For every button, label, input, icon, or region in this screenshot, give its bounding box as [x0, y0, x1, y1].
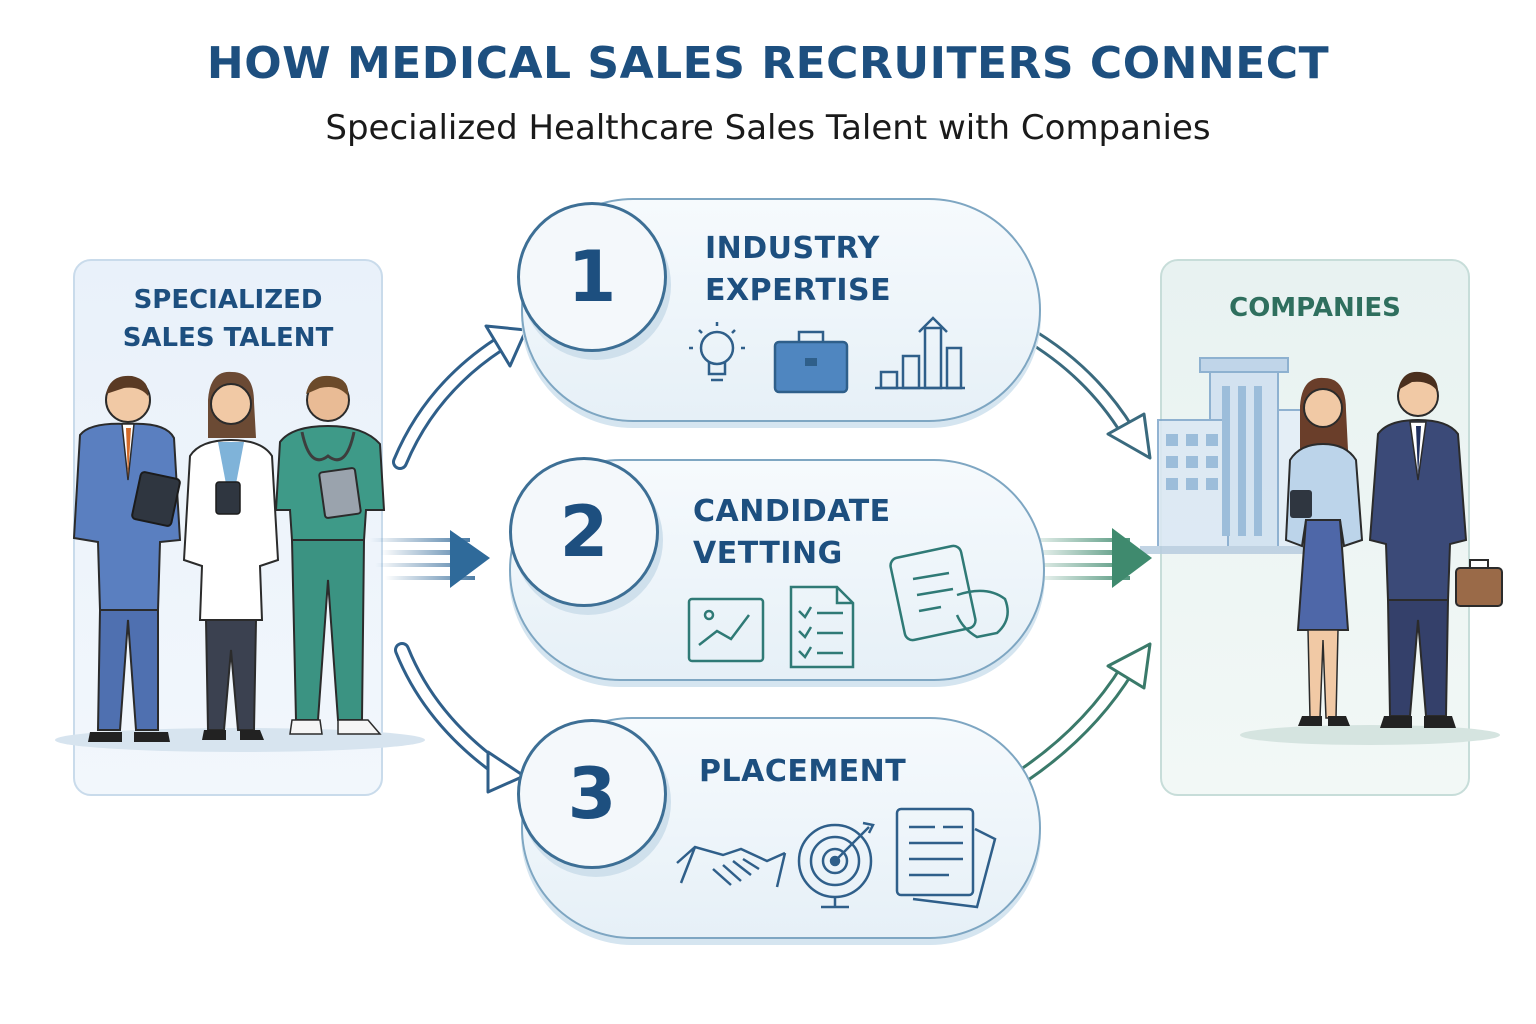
- step3-label-line1: PLACEMENT: [699, 754, 907, 789]
- step3-icons: [676, 807, 997, 909]
- talent-title-line2: SALES TALENT: [122, 323, 334, 353]
- page-title: HOW MEDICAL SALES RECRUITERS CONNECT: [206, 38, 1330, 89]
- step2-number-badge: 2: [509, 457, 659, 607]
- step2-label-line1: CANDIDATE: [693, 494, 891, 529]
- nurse-figure: [274, 375, 386, 735]
- arrow-step2-to-companies: [1020, 528, 1152, 588]
- step2-label: CANDIDATE VETTING: [693, 491, 891, 575]
- step1-label-line1: INDUSTRY: [705, 231, 880, 266]
- arrow-to-step1: [392, 324, 528, 470]
- companies-illustration: [1140, 357, 1503, 745]
- doctor-figure: [182, 371, 280, 740]
- step-candidate-vetting: 2 CANDIDATE VETTING: [509, 457, 1045, 681]
- sales-talent-people-illustration: [55, 371, 425, 752]
- arrow-step3-to-companies: [1016, 642, 1152, 783]
- step2-label-line2: VETTING: [693, 536, 843, 571]
- step3-label: PLACEMENT: [699, 751, 906, 793]
- target-icon: [797, 821, 875, 909]
- step1-label-line2: EXPERTISE: [705, 273, 892, 308]
- talent-title-line1: SPECIALIZED: [133, 285, 323, 315]
- tablet-review-icon: [889, 544, 1009, 642]
- step2-icons: [687, 544, 1009, 669]
- sales-rep-figure: [72, 375, 182, 742]
- step1-label: INDUSTRY EXPERTISE: [705, 228, 891, 312]
- checklist-icon: [789, 585, 855, 669]
- arrow-step1-to-companies: [1016, 324, 1152, 460]
- documents-icon: [895, 807, 997, 909]
- briefcase-icon: [773, 330, 849, 394]
- step-industry-expertise: 1 INDUSTRY EXPERTISE: [517, 198, 1041, 422]
- companies-panel-title: COMPANIES: [1229, 293, 1401, 323]
- step1-number-badge: 1: [517, 202, 667, 352]
- step-placement: 3 PLACEMENT: [517, 717, 1041, 939]
- businessman-figure: [1368, 371, 1503, 728]
- arrow-to-step2: [370, 530, 490, 588]
- arrow-to-step3: [394, 642, 526, 794]
- handshake-icon: [676, 845, 787, 888]
- talent-panel-title: SPECIALIZED SALES TALENT: [75, 281, 381, 357]
- step3-number-badge: 3: [517, 719, 667, 869]
- page-subtitle: Specialized Healthcare Sales Talent with…: [325, 108, 1211, 148]
- lightbulb-icon: [689, 322, 745, 382]
- step1-icons: [689, 316, 965, 394]
- bar-chart-icon: [875, 316, 965, 390]
- businesswoman-figure: [1284, 377, 1364, 726]
- line-chart-icon: [687, 597, 765, 663]
